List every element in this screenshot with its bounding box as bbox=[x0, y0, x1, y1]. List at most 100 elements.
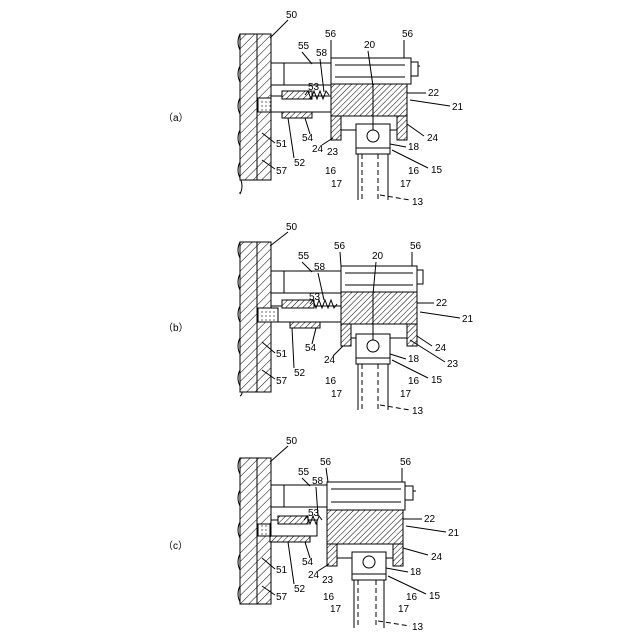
label-58: 58 bbox=[316, 48, 328, 59]
label-57: 57 bbox=[276, 592, 288, 603]
block-22 bbox=[327, 510, 403, 544]
rail-end bbox=[405, 486, 413, 500]
label-24-left: 24 bbox=[308, 570, 320, 581]
label-51: 51 bbox=[276, 139, 288, 150]
label-54: 54 bbox=[302, 557, 314, 568]
panel-caption: （a） bbox=[163, 112, 189, 124]
wheel bbox=[367, 340, 379, 352]
label-52: 52 bbox=[294, 158, 306, 169]
leg-24-right bbox=[407, 324, 417, 346]
wall-body bbox=[240, 458, 257, 604]
rod-55 bbox=[271, 485, 327, 507]
label-15: 15 bbox=[431, 165, 443, 176]
label-17-left: 17 bbox=[330, 604, 342, 615]
label-53: 53 bbox=[308, 82, 320, 93]
leg-24-right bbox=[397, 116, 407, 140]
label-20: 20 bbox=[364, 40, 376, 51]
label-16-left: 16 bbox=[325, 376, 337, 387]
rail-56 bbox=[327, 482, 405, 510]
rail-end bbox=[417, 270, 423, 284]
label-20: 20 bbox=[372, 251, 384, 262]
label-16-right: 16 bbox=[408, 376, 420, 387]
label-56-right: 56 bbox=[402, 29, 414, 40]
label-13: 13 bbox=[412, 197, 424, 208]
label-58: 58 bbox=[314, 262, 326, 273]
label-22: 22 bbox=[436, 298, 448, 309]
label-13: 13 bbox=[412, 622, 424, 633]
piston-54 bbox=[270, 536, 310, 542]
label-24-right: 24 bbox=[431, 552, 443, 563]
label-24-right: 24 bbox=[427, 133, 439, 144]
leg-24-left bbox=[327, 544, 337, 566]
label-18: 18 bbox=[408, 354, 420, 365]
label-18: 18 bbox=[408, 142, 420, 153]
wheel bbox=[363, 556, 375, 568]
label-50: 50 bbox=[286, 222, 298, 233]
label-55: 55 bbox=[298, 467, 310, 478]
track-lines bbox=[358, 154, 410, 200]
label-52: 52 bbox=[294, 584, 306, 595]
piston-54 bbox=[282, 112, 312, 118]
label-50: 50 bbox=[286, 10, 298, 21]
label-21: 21 bbox=[452, 102, 464, 113]
rod-55 bbox=[271, 271, 341, 293]
label-23: 23 bbox=[327, 147, 339, 158]
label-22: 22 bbox=[424, 514, 436, 525]
label-56-right: 56 bbox=[410, 241, 422, 252]
label-17-left: 17 bbox=[331, 179, 343, 190]
block-22 bbox=[331, 84, 407, 116]
label-17-right: 17 bbox=[398, 604, 410, 615]
rail-56 bbox=[341, 266, 417, 292]
panel-a: （a） bbox=[163, 10, 464, 208]
panel-caption: （c） bbox=[163, 540, 188, 552]
dot-area bbox=[258, 308, 278, 322]
label-54: 54 bbox=[302, 133, 314, 144]
label-57: 57 bbox=[276, 376, 288, 387]
label-24-right: 24 bbox=[435, 343, 447, 354]
label-21: 21 bbox=[448, 528, 460, 539]
label-56-left: 56 bbox=[325, 29, 337, 40]
label-13: 13 bbox=[412, 406, 424, 417]
rail-18 bbox=[356, 358, 390, 364]
label-22: 22 bbox=[428, 88, 440, 99]
label-16-left: 16 bbox=[325, 166, 337, 177]
dot-area bbox=[258, 524, 270, 536]
label-57: 57 bbox=[276, 166, 288, 177]
rail-end bbox=[411, 62, 418, 76]
label-24-left: 24 bbox=[324, 355, 336, 366]
label-56-left: 56 bbox=[334, 241, 346, 252]
leg-24-right bbox=[393, 544, 403, 566]
label-58: 58 bbox=[312, 476, 324, 487]
label-56-left: 56 bbox=[320, 457, 332, 468]
wall-body bbox=[240, 242, 257, 392]
label-52: 52 bbox=[294, 368, 306, 379]
dot-area bbox=[258, 98, 271, 112]
label-51: 51 bbox=[276, 565, 288, 576]
label-24-left: 24 bbox=[312, 144, 324, 155]
block-22 bbox=[341, 292, 417, 324]
label-51: 51 bbox=[276, 349, 288, 360]
label-23: 23 bbox=[447, 359, 459, 370]
wall-structure bbox=[238, 34, 271, 194]
label-56-right: 56 bbox=[400, 457, 412, 468]
label-55: 55 bbox=[298, 41, 310, 52]
label-23: 23 bbox=[322, 575, 334, 586]
label-55: 55 bbox=[298, 251, 310, 262]
carriage bbox=[331, 84, 407, 154]
label-53: 53 bbox=[309, 292, 321, 303]
panel-caption: （b） bbox=[163, 322, 189, 334]
label-17-left: 17 bbox=[331, 389, 343, 400]
label-16-right: 16 bbox=[406, 592, 418, 603]
wheel bbox=[367, 130, 379, 142]
piston-54 bbox=[290, 322, 320, 328]
label-53: 53 bbox=[308, 508, 320, 519]
track-lines bbox=[358, 364, 410, 410]
leg-24-left bbox=[341, 324, 351, 346]
carriage bbox=[341, 292, 417, 364]
label-54: 54 bbox=[305, 343, 317, 354]
label-16-right: 16 bbox=[408, 166, 420, 177]
label-17-right: 17 bbox=[400, 179, 412, 190]
panel-b: （b） bbox=[163, 222, 474, 417]
label-21: 21 bbox=[462, 314, 474, 325]
